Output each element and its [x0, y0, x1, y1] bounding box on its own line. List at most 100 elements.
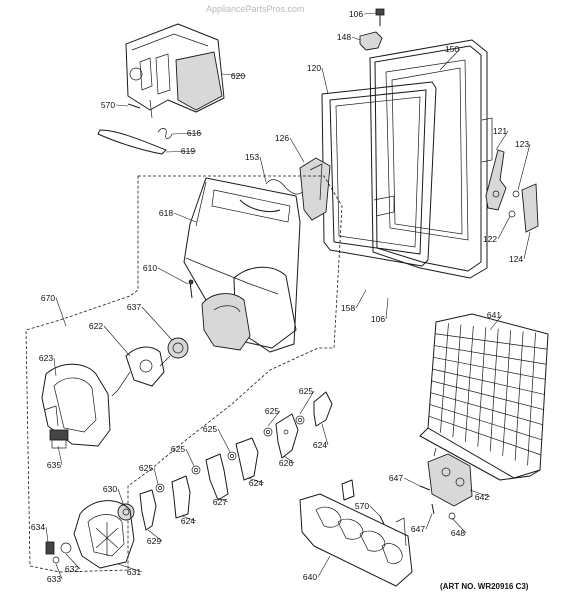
callout-620: 620 — [231, 71, 245, 81]
leader-line-625a — [299, 390, 315, 415]
callout-153: 153 — [245, 152, 259, 162]
callout-625a: 625 — [299, 386, 313, 396]
crusher-637 — [159, 337, 189, 367]
spring-122 — [508, 210, 516, 218]
callout-619: 619 — [181, 146, 195, 156]
spring-616 — [157, 128, 173, 139]
dispenser-door-frame — [369, 39, 493, 279]
arm-629 — [139, 489, 157, 531]
leader-line-624b — [247, 477, 265, 484]
inner-door-panel — [321, 81, 437, 267]
leader-line-634 — [45, 526, 49, 543]
callout-640: 640 — [303, 572, 317, 582]
water-valve-642 — [427, 447, 473, 507]
leader-line-623 — [53, 357, 57, 377]
part-633 — [52, 556, 60, 564]
screw-570-top — [127, 103, 141, 109]
callout-642: 642 — [475, 492, 489, 502]
leader-line-106a — [363, 12, 377, 15]
screw-106-top — [375, 8, 385, 26]
callout-618: 618 — [159, 208, 173, 218]
leader-line-670 — [55, 297, 67, 327]
motor-cover-631 — [73, 500, 135, 569]
lever-624-c — [171, 475, 191, 519]
lever-624-b — [235, 437, 259, 481]
leader-line-121 — [495, 130, 509, 151]
wire-153 — [265, 179, 303, 195]
callout-570a: 570 — [101, 100, 115, 110]
callout-634: 634 — [31, 522, 45, 532]
leader-line-158 — [355, 289, 367, 309]
leader-line-631 — [117, 563, 143, 573]
callout-631: 631 — [127, 567, 141, 577]
callout-148: 148 — [337, 32, 351, 42]
gear-630 — [117, 503, 135, 521]
callout-647a: 647 — [389, 473, 403, 483]
washer-123 — [512, 190, 520, 198]
callout-624c: 624 — [181, 516, 195, 526]
leader-line-122 — [497, 215, 511, 240]
leader-line-610 — [157, 267, 189, 285]
leader-line-153 — [259, 156, 267, 183]
leader-line-624c — [181, 515, 197, 522]
leader-line-123 — [517, 143, 531, 191]
washer-625-e — [155, 483, 165, 493]
screw-647-a — [419, 485, 431, 491]
callout-630: 630 — [103, 484, 117, 494]
leader-line-647a — [403, 477, 421, 487]
leader-line-648 — [451, 517, 467, 534]
washer-625-a — [295, 415, 305, 425]
callout-625e: 625 — [139, 463, 153, 473]
leader-line-616 — [171, 132, 203, 135]
lever-626 — [275, 413, 299, 459]
leader-line-126 — [289, 137, 305, 163]
callout-637: 637 — [127, 302, 141, 312]
switch-635 — [49, 429, 69, 449]
leader-line-570b — [369, 505, 381, 517]
callout-124: 124 — [509, 254, 523, 264]
callout-622: 622 — [89, 321, 103, 331]
leader-line-622 — [103, 325, 131, 357]
blade-622 — [111, 346, 165, 397]
bracket-126 — [299, 157, 331, 221]
leader-line-618 — [173, 212, 197, 223]
callout-122: 122 — [483, 234, 497, 244]
callout-623: 623 — [39, 353, 53, 363]
callout-106b: 106 — [371, 314, 385, 324]
leader-line-619 — [165, 150, 197, 153]
leader-line-629 — [147, 529, 163, 542]
callout-123: 123 — [515, 139, 529, 149]
leader-line-620 — [221, 73, 247, 77]
housing-623 — [41, 363, 111, 447]
bracket-148 — [359, 31, 383, 51]
leader-line-625d — [185, 448, 195, 467]
art-number: (ART NO. WR20916 C3) — [440, 582, 529, 591]
callout-626: 626 — [279, 458, 293, 468]
leader-line-641 — [489, 314, 503, 331]
washer-625-c — [227, 451, 237, 461]
callout-106a: 106 — [349, 9, 363, 19]
leader-line-642 — [469, 489, 491, 498]
rake-619 — [97, 129, 167, 155]
callout-624a: 624 — [313, 440, 327, 450]
leader-line-124 — [523, 231, 531, 260]
leader-line-625e — [153, 467, 159, 485]
callout-610: 610 — [143, 263, 157, 273]
leader-line-148 — [351, 36, 361, 41]
callout-641: 641 — [487, 310, 501, 320]
leader-line-120 — [321, 67, 329, 95]
screw-647-b — [431, 503, 435, 515]
washer-625-b — [263, 427, 273, 437]
ice-tray-640 — [299, 479, 413, 587]
leader-line-640 — [317, 555, 331, 578]
part-634 — [45, 541, 55, 555]
callout-150: 150 — [445, 44, 459, 54]
callout-616: 616 — [187, 128, 201, 138]
leader-line-570a — [115, 104, 129, 107]
part-632 — [60, 542, 72, 554]
leader-line-635 — [57, 445, 63, 466]
leader-line-647b — [425, 513, 433, 530]
callout-121: 121 — [493, 126, 507, 136]
callout-layer: 1061481501206205706166191261531211231221… — [31, 9, 531, 584]
